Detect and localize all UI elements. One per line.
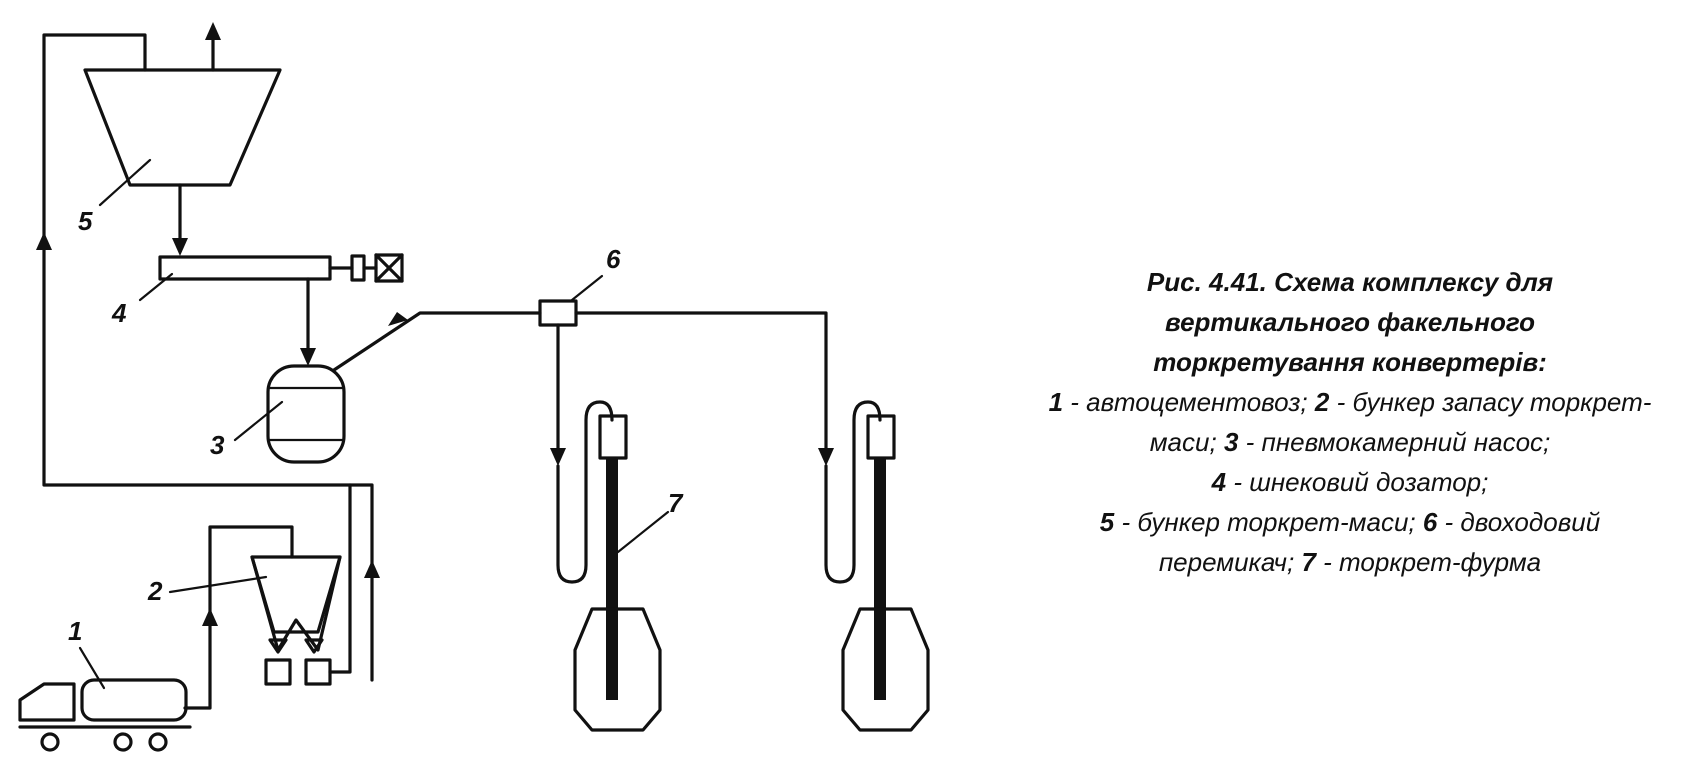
lance-head-left [598,414,628,460]
leader-1 [78,646,106,690]
truck-cab [18,682,76,722]
arrow-up-bunker-feed [202,608,218,626]
arrow-down-left-branch [550,448,566,466]
hose-left [556,400,614,584]
arrow-down-right-branch [818,448,834,466]
truck-feed-pipe [183,623,212,710]
arrow-up-left-pipe [36,232,52,250]
leader-7 [616,510,670,554]
legend-item-7: 7 - торкрет-фурма [1301,547,1542,577]
return-pipe [328,483,352,674]
truck-tank-1 [80,678,188,722]
label-2: 2 [147,576,163,606]
legend-item-4: 4 - шнековий дозатор; [1211,467,1489,497]
lance-head-right [866,414,896,460]
valve-left [264,638,292,686]
legend-item-3: 3 - пневмокамерний насос; [1223,427,1551,457]
legend-item-6: 6 - двоходовий перемикач; [1158,507,1601,577]
converter-right [841,607,930,732]
hopper-5 [83,68,282,187]
lance-7-right [874,458,886,700]
arrow-exhaust [205,22,221,40]
leader-2 [168,575,268,594]
label-1: 1 [68,616,82,646]
truck-wheel-rear-1 [113,732,133,752]
arrow-down-hopper [172,238,188,256]
label-6: 6 [606,244,621,274]
bunker-2-discharge [250,555,342,652]
leader-3 [233,400,284,442]
feed-return-pipe [42,33,374,682]
switch-6 [538,299,578,327]
label-7: 7 [668,488,684,518]
pump-3 [266,364,346,464]
hose-right [824,400,882,584]
legend-item-5: 5 - бункер торкрет-маси; [1099,507,1423,537]
label-5: 5 [78,206,93,236]
legend-item-1: 1 - автоцементовоз; [1048,387,1315,417]
label-3: 3 [210,430,225,460]
legend-item-2: 2 - бункер запасу торкрет-маси; [1149,387,1652,457]
leader-5 [98,158,152,207]
screw-doser-4 [158,255,332,281]
doser-coupling [350,254,366,282]
caption-legend: 1 - автоцементовоз; 2 - бункер запасу то… [1030,382,1670,582]
caption-title-line-1: Рис. 4.41. Схема комплексу для [1146,267,1554,297]
arrow-down-doser [300,348,316,366]
converter-left [573,607,662,732]
arrow-delivery [388,312,408,326]
lance-7-left [606,458,618,700]
truck-wheel-rear-2 [148,732,168,752]
doser-motor [374,253,404,283]
leader-6 [570,274,604,302]
delivery-pipe [332,311,542,372]
leader-4 [138,272,174,302]
doser-motor-cross-2 [374,253,404,283]
bunker-2-feed-pipe [208,525,294,619]
figure-caption: Рис. 4.41. Схема комплексу для вертикаль… [1030,262,1670,582]
branch-right-pipe [574,311,828,452]
label-4: 4 [111,298,127,328]
caption-title-line-2: вертикального факельного [1165,307,1535,337]
arrow-up-right-pipe [364,560,380,578]
valve-right [304,638,332,686]
caption-title-line-3: торкретування конвертерів: [1153,347,1547,377]
truck-wheel-front [40,732,60,752]
